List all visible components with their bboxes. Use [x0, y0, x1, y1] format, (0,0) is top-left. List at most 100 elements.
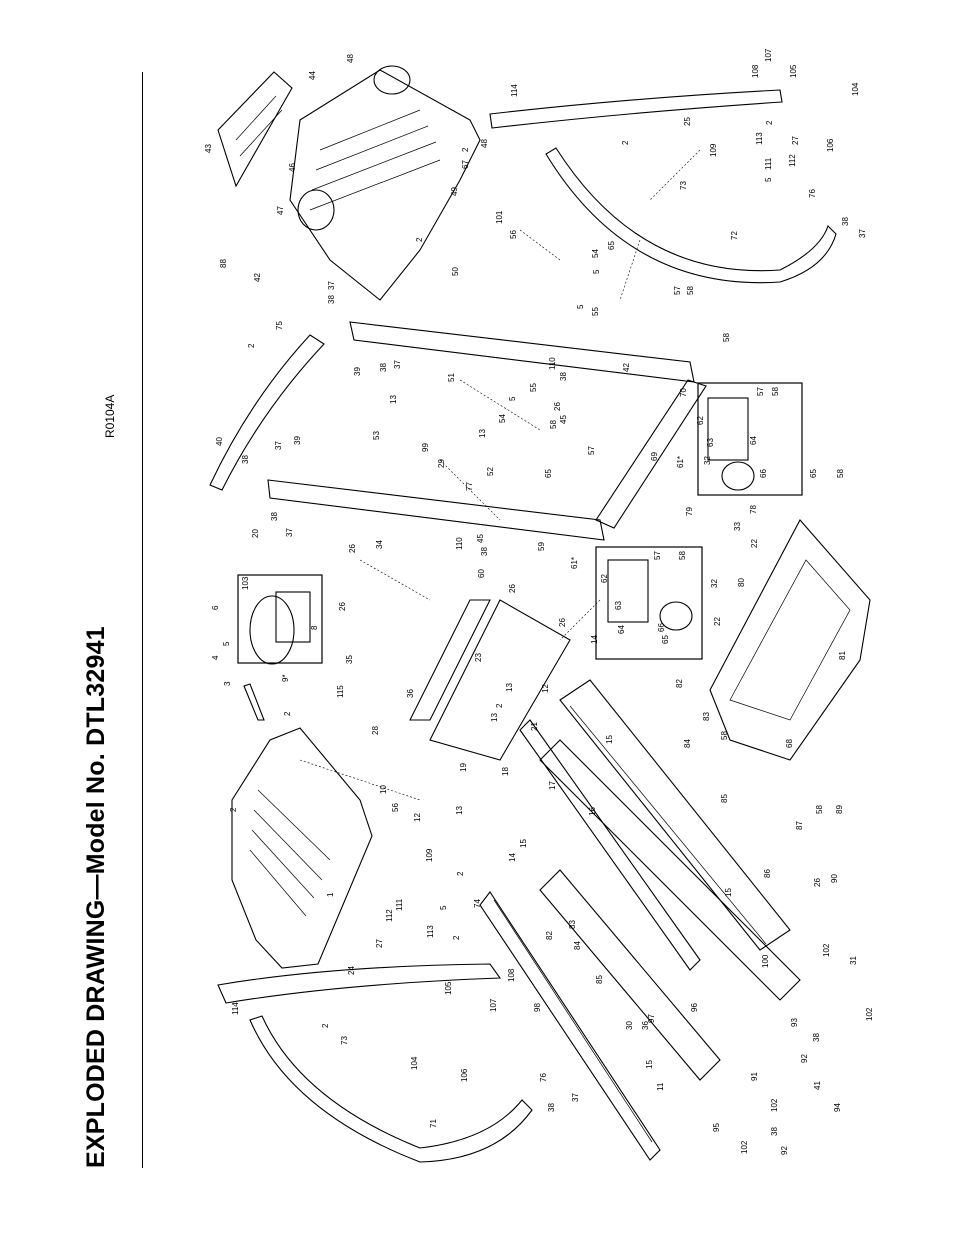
part-callout: 88 — [219, 259, 228, 268]
part-callout: 36 — [406, 689, 415, 698]
part-callout: 13 — [478, 429, 487, 438]
part-callout: 38 — [770, 1127, 779, 1136]
part-callout: 2 — [456, 871, 465, 876]
part-callout: 66 — [759, 469, 768, 478]
part-callout: 43 — [204, 144, 213, 153]
part-callout: 37 — [393, 360, 402, 369]
part-callout: 26 — [348, 544, 357, 553]
right-upright — [545, 147, 837, 284]
part-callout: 32 — [710, 579, 719, 588]
part-callout: 105 — [444, 981, 453, 995]
walking-platform — [539, 739, 801, 1081]
part-callout: 5 — [592, 269, 601, 274]
part-callout: 57 — [587, 446, 596, 455]
part-callout: 38 — [841, 217, 850, 226]
part-callout: 63 — [614, 601, 623, 610]
part-callout: 50 — [451, 267, 460, 276]
left-handrail — [217, 963, 502, 1004]
part-callout: 15 — [645, 1060, 654, 1069]
part-callout: 55 — [529, 383, 538, 392]
part-callout: 46 — [288, 163, 297, 172]
part-callout: 81 — [838, 651, 847, 660]
part-callout: 22 — [750, 539, 759, 548]
part-callout: 58 — [720, 731, 729, 740]
part-callout: 38 — [559, 372, 568, 381]
part-callout: 31 — [849, 956, 858, 965]
part-callout: 106 — [826, 138, 835, 152]
part-callout: 115 — [336, 685, 345, 698]
part-callout: 2 — [229, 807, 238, 812]
part-callout: 38 — [270, 512, 279, 521]
part-callout: 53 — [372, 431, 381, 440]
part-callout: 10 — [379, 785, 388, 794]
part-callout: 22 — [713, 617, 722, 626]
part-callout: 2 — [765, 120, 774, 125]
part-callout: 107 — [764, 48, 773, 62]
part-callout: 18 — [501, 767, 510, 776]
part-callout: 65 — [661, 635, 670, 644]
console-overlay — [217, 71, 293, 188]
part-callout: 112 — [385, 909, 394, 922]
part-callout: 110 — [548, 357, 557, 370]
part-callout: 72 — [730, 231, 739, 240]
part-callout: 48 — [480, 139, 489, 148]
part-callout: 45 — [476, 534, 485, 543]
part-callout: 94 — [833, 1103, 842, 1112]
part-callout: 37 — [285, 528, 294, 537]
part-callout: 111 — [395, 898, 404, 911]
part-callout: 26 — [508, 584, 517, 593]
part-callout: 60 — [477, 569, 486, 578]
part-callout: 107 — [489, 998, 498, 1012]
part-callout: 15 — [519, 839, 528, 848]
part-callout: 45 — [559, 415, 568, 424]
part-callout: 13 — [490, 713, 499, 722]
part-callout: 65 — [607, 241, 616, 250]
part-callout: 6 — [211, 605, 220, 610]
part-callout: 26 — [553, 402, 562, 411]
part-callout: 38 — [241, 455, 250, 464]
part-callout: 82 — [675, 679, 684, 688]
part-callout: 100 — [761, 954, 770, 968]
part-callout: 35 — [345, 655, 354, 664]
part-callout: 38 — [812, 1033, 821, 1042]
part-callout: 5 — [508, 396, 517, 401]
part-callout: 37 — [327, 281, 336, 290]
part-callout: 2 — [452, 935, 461, 940]
console-housing — [289, 65, 481, 301]
part-callout: 20 — [251, 529, 260, 538]
part-callout: 25 — [683, 117, 692, 126]
part-callout: 37 — [274, 441, 283, 450]
part-callout: 108 — [751, 64, 760, 78]
part-callout: 57 — [673, 286, 682, 295]
title-rule — [142, 72, 143, 1168]
drive-belt — [243, 683, 265, 721]
part-callout: 36 — [641, 1021, 650, 1030]
part-callout: 99 — [421, 443, 430, 452]
part-callout: 102 — [740, 1140, 749, 1154]
part-callout: 28 — [371, 726, 380, 735]
part-callout: 4 — [211, 655, 220, 660]
part-callout: 23 — [474, 653, 483, 662]
part-callout: 110 — [455, 537, 464, 550]
part-callout: 30 — [625, 1021, 634, 1030]
part-callout: 64 — [617, 625, 626, 634]
part-callout: 5 — [576, 304, 585, 309]
part-callout: 13 — [505, 683, 514, 692]
part-callout: 24 — [347, 966, 356, 975]
part-callout: 5 — [439, 905, 448, 910]
left-side-rail — [479, 891, 661, 1161]
part-callout: 84 — [573, 941, 582, 950]
part-callout: 113 — [426, 925, 435, 938]
part-callout: 108 — [507, 968, 516, 982]
part-callout: 26 — [558, 618, 567, 627]
part-callout: 39 — [353, 367, 362, 376]
part-callout: 27 — [375, 939, 384, 948]
base-frame — [709, 519, 871, 761]
part-callout: 97 — [647, 1014, 656, 1023]
part-callout: 74 — [473, 899, 482, 908]
part-callout: 3 — [223, 681, 232, 686]
part-callout: 58 — [815, 805, 824, 814]
part-callout: 61* — [570, 557, 579, 569]
part-callout: 73 — [340, 1036, 349, 1045]
part-callout: 37 — [858, 229, 867, 238]
